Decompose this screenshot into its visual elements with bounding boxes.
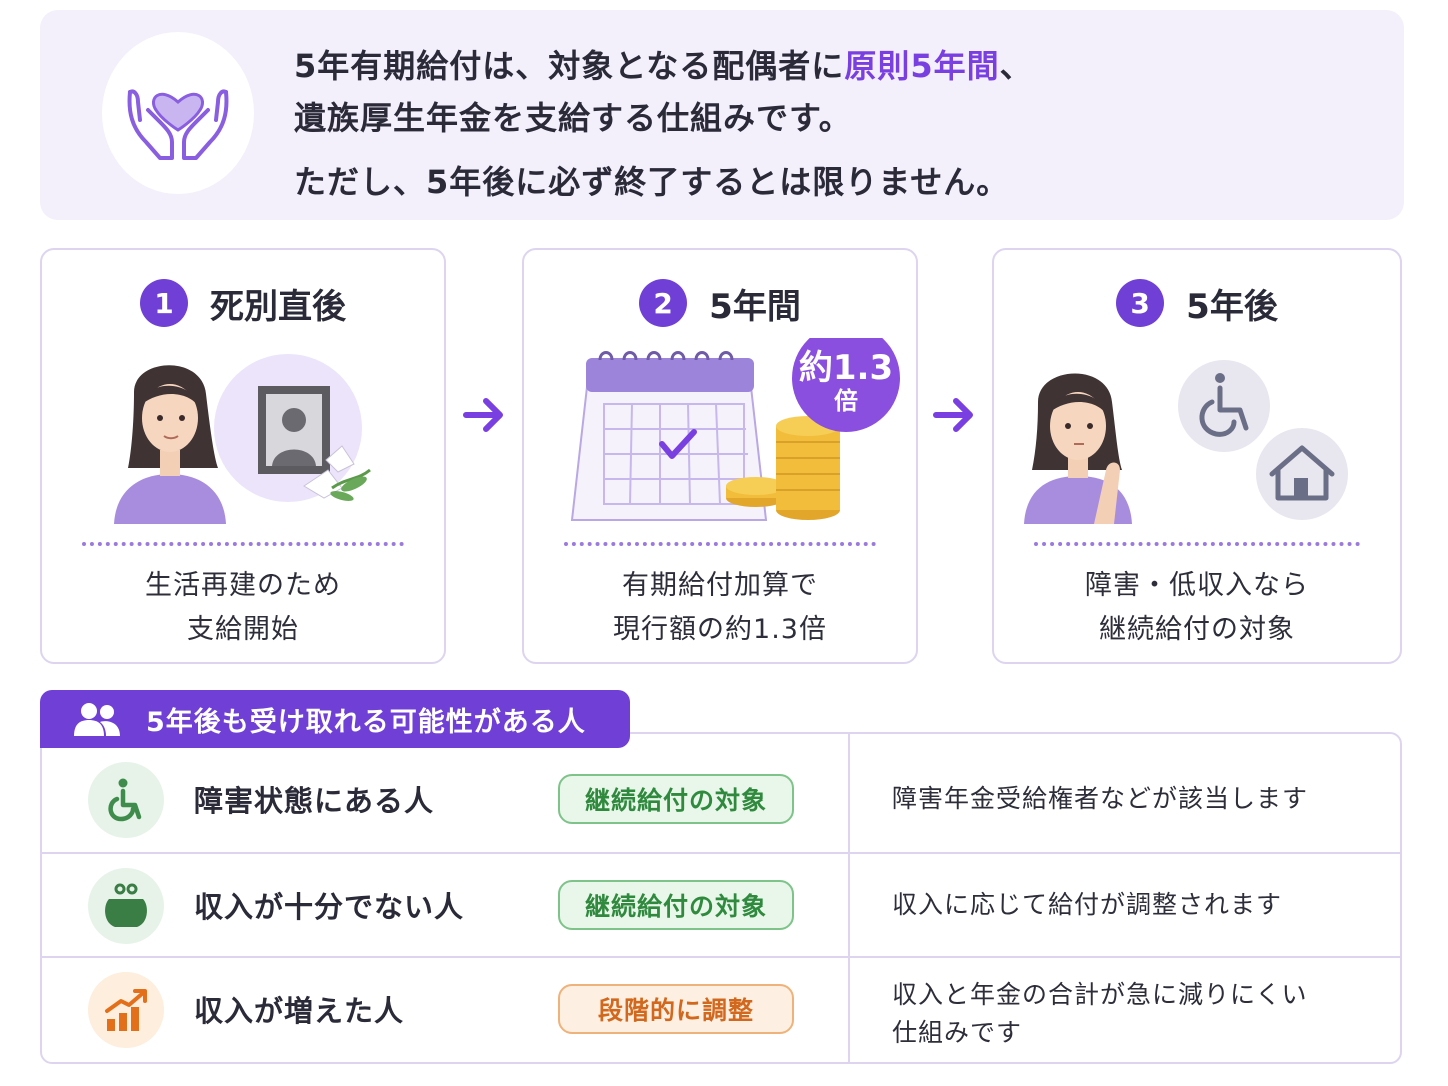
wheelchair-icon: [1178, 360, 1270, 452]
multiplier-badge-text: 約1.3 倍: [792, 328, 900, 436]
step-desc-3-line-2: 継続給付の対象: [1099, 614, 1295, 645]
arrow-right-icon: [463, 398, 503, 432]
step-card-1: 1 死別直後: [40, 248, 446, 664]
table-row: 収入が増えた人 段階的に調整 収入と年金の合計が急に減りにくい 仕組みです: [42, 956, 1400, 1064]
banner-line-1: 5年有期給付は、対象となる配偶者に原則5年間、: [294, 40, 1033, 92]
multiplier-badge: [792, 338, 900, 432]
row-label: 収入が十分でない人: [194, 890, 465, 924]
column-divider: [848, 734, 850, 1062]
people-icon: [74, 703, 120, 736]
step-header-1: 1 死別直後: [42, 279, 444, 327]
step-header-3: 3 5年後: [994, 279, 1400, 327]
calendar-check-icon: [570, 351, 768, 521]
wheelchair-icon: [108, 778, 142, 822]
step-card-3: 3 5年後: [992, 248, 1402, 664]
coin-stack-icon: [726, 416, 840, 520]
row-icon-badge: [88, 972, 164, 1048]
row-icon-badge: [88, 868, 164, 944]
row-note-line-1: 収入と年金の合計が急に減りにくい: [892, 980, 1308, 1009]
banner-text: 5年有期給付は、対象となる配偶者に原則5年間、 遺族厚生年金を支給する仕組みです…: [294, 40, 1033, 208]
row-note: 障害年金受給権者などが該当します: [892, 780, 1308, 818]
section-tab: 5年後も受け取れる可能性がある人: [40, 690, 630, 748]
step-divider-1: [82, 542, 404, 546]
step-desc-2-line-2: 現行額の約1.3倍: [613, 614, 827, 645]
step-illustration-3: [994, 338, 1400, 538]
banner-line-3: ただし、5年後に必ず終了するとは限りません。: [294, 163, 1010, 201]
step-desc-2-line-1: 有期給付加算で: [622, 570, 818, 601]
woman-icon: [114, 365, 226, 524]
widow-portrait-illustration: [114, 354, 371, 524]
row-note-line-1: 収入に応じて給付が調整されます: [892, 890, 1283, 919]
intro-banner: 5年有期給付は、対象となる配偶者に原則5年間、 遺族厚生年金を支給する仕組みです…: [40, 10, 1404, 220]
calendar-coins-illustration: [570, 338, 900, 521]
woman-icon: [1024, 373, 1132, 524]
row-label: 障害状態にある人: [194, 784, 435, 818]
status-badge: 段階的に調整: [558, 984, 794, 1034]
multiplier-value: 約1.3: [798, 348, 894, 388]
arrow-right-icon: [933, 398, 973, 432]
step-desc-2: 有期給付加算で 現行額の約1.3倍: [524, 564, 916, 652]
row-note-line-1: 障害年金受給権者などが該当します: [892, 784, 1309, 813]
rising-chart-icon: [105, 989, 147, 1031]
step-header-2: 2 5年間: [524, 279, 916, 327]
eligibility-table: 障害状態にある人 継続給付の対象 障害年金受給権者などが該当します 収入が十分で…: [40, 732, 1402, 1064]
step-title-1: 死別直後: [210, 286, 346, 327]
step-illustration-1: [42, 338, 444, 538]
row-icon-badge: [88, 762, 164, 838]
step-desc-1-line-2: 支給開始: [187, 614, 299, 645]
lily-flower-icon: [303, 445, 371, 501]
banner-line-1-punct: 、: [999, 47, 1033, 85]
status-badge: 継続給付の対象: [558, 880, 794, 930]
step-desc-1-line-1: 生活再建のため: [145, 570, 341, 601]
step-desc-3: 障害・低収入なら 継続給付の対象: [994, 564, 1400, 652]
table-row: 障害状態にある人 継続給付の対象 障害年金受給権者などが該当します: [42, 748, 1400, 852]
row-note: 収入と年金の合計が急に減りにくい 仕組みです: [892, 976, 1308, 1052]
multiplier-unit: 倍: [834, 387, 858, 415]
house-icon: [1256, 428, 1348, 520]
step-title-3: 5年後: [1186, 286, 1278, 327]
memorial-photo-icon: [258, 386, 330, 474]
step-number-3: 3: [1116, 279, 1165, 327]
step-title-2: 5年間: [709, 286, 801, 327]
row-note-line-2: 仕組みです: [892, 1018, 1023, 1047]
step-divider-3: [1034, 542, 1360, 546]
banner-icon-badge: [102, 32, 254, 194]
thinking-woman-illustration: [1024, 360, 1348, 524]
step-number-2: 2: [639, 279, 688, 327]
section-title: 5年後も受け取れる可能性がある人: [146, 706, 586, 738]
banner-highlight: 原則5年間: [844, 47, 1000, 85]
step-number-1: 1: [140, 279, 188, 327]
status-badge: 継続給付の対象: [558, 774, 794, 824]
step-illustration-2: 約1.3 倍: [524, 338, 916, 538]
step-divider-2: [564, 542, 876, 546]
step-desc-3-line-1: 障害・低収入なら: [1085, 570, 1309, 601]
step-desc-1: 生活再建のため 支給開始: [42, 564, 444, 652]
row-label: 収入が増えた人: [194, 994, 405, 1028]
purse-icon: [105, 883, 147, 927]
banner-line-1-text: 5年有期給付は、対象となる配偶者に: [294, 47, 845, 85]
step-card-2: 2 5年間: [522, 248, 918, 664]
table-row: 収入が十分でない人 継続給付の対象 収入に応じて給付が調整されます: [42, 852, 1400, 956]
hands-heart-icon: [127, 89, 229, 160]
row-note: 収入に応じて給付が調整されます: [892, 886, 1282, 924]
banner-line-2: 遺族厚生年金を支給する仕組みです。: [294, 99, 852, 137]
